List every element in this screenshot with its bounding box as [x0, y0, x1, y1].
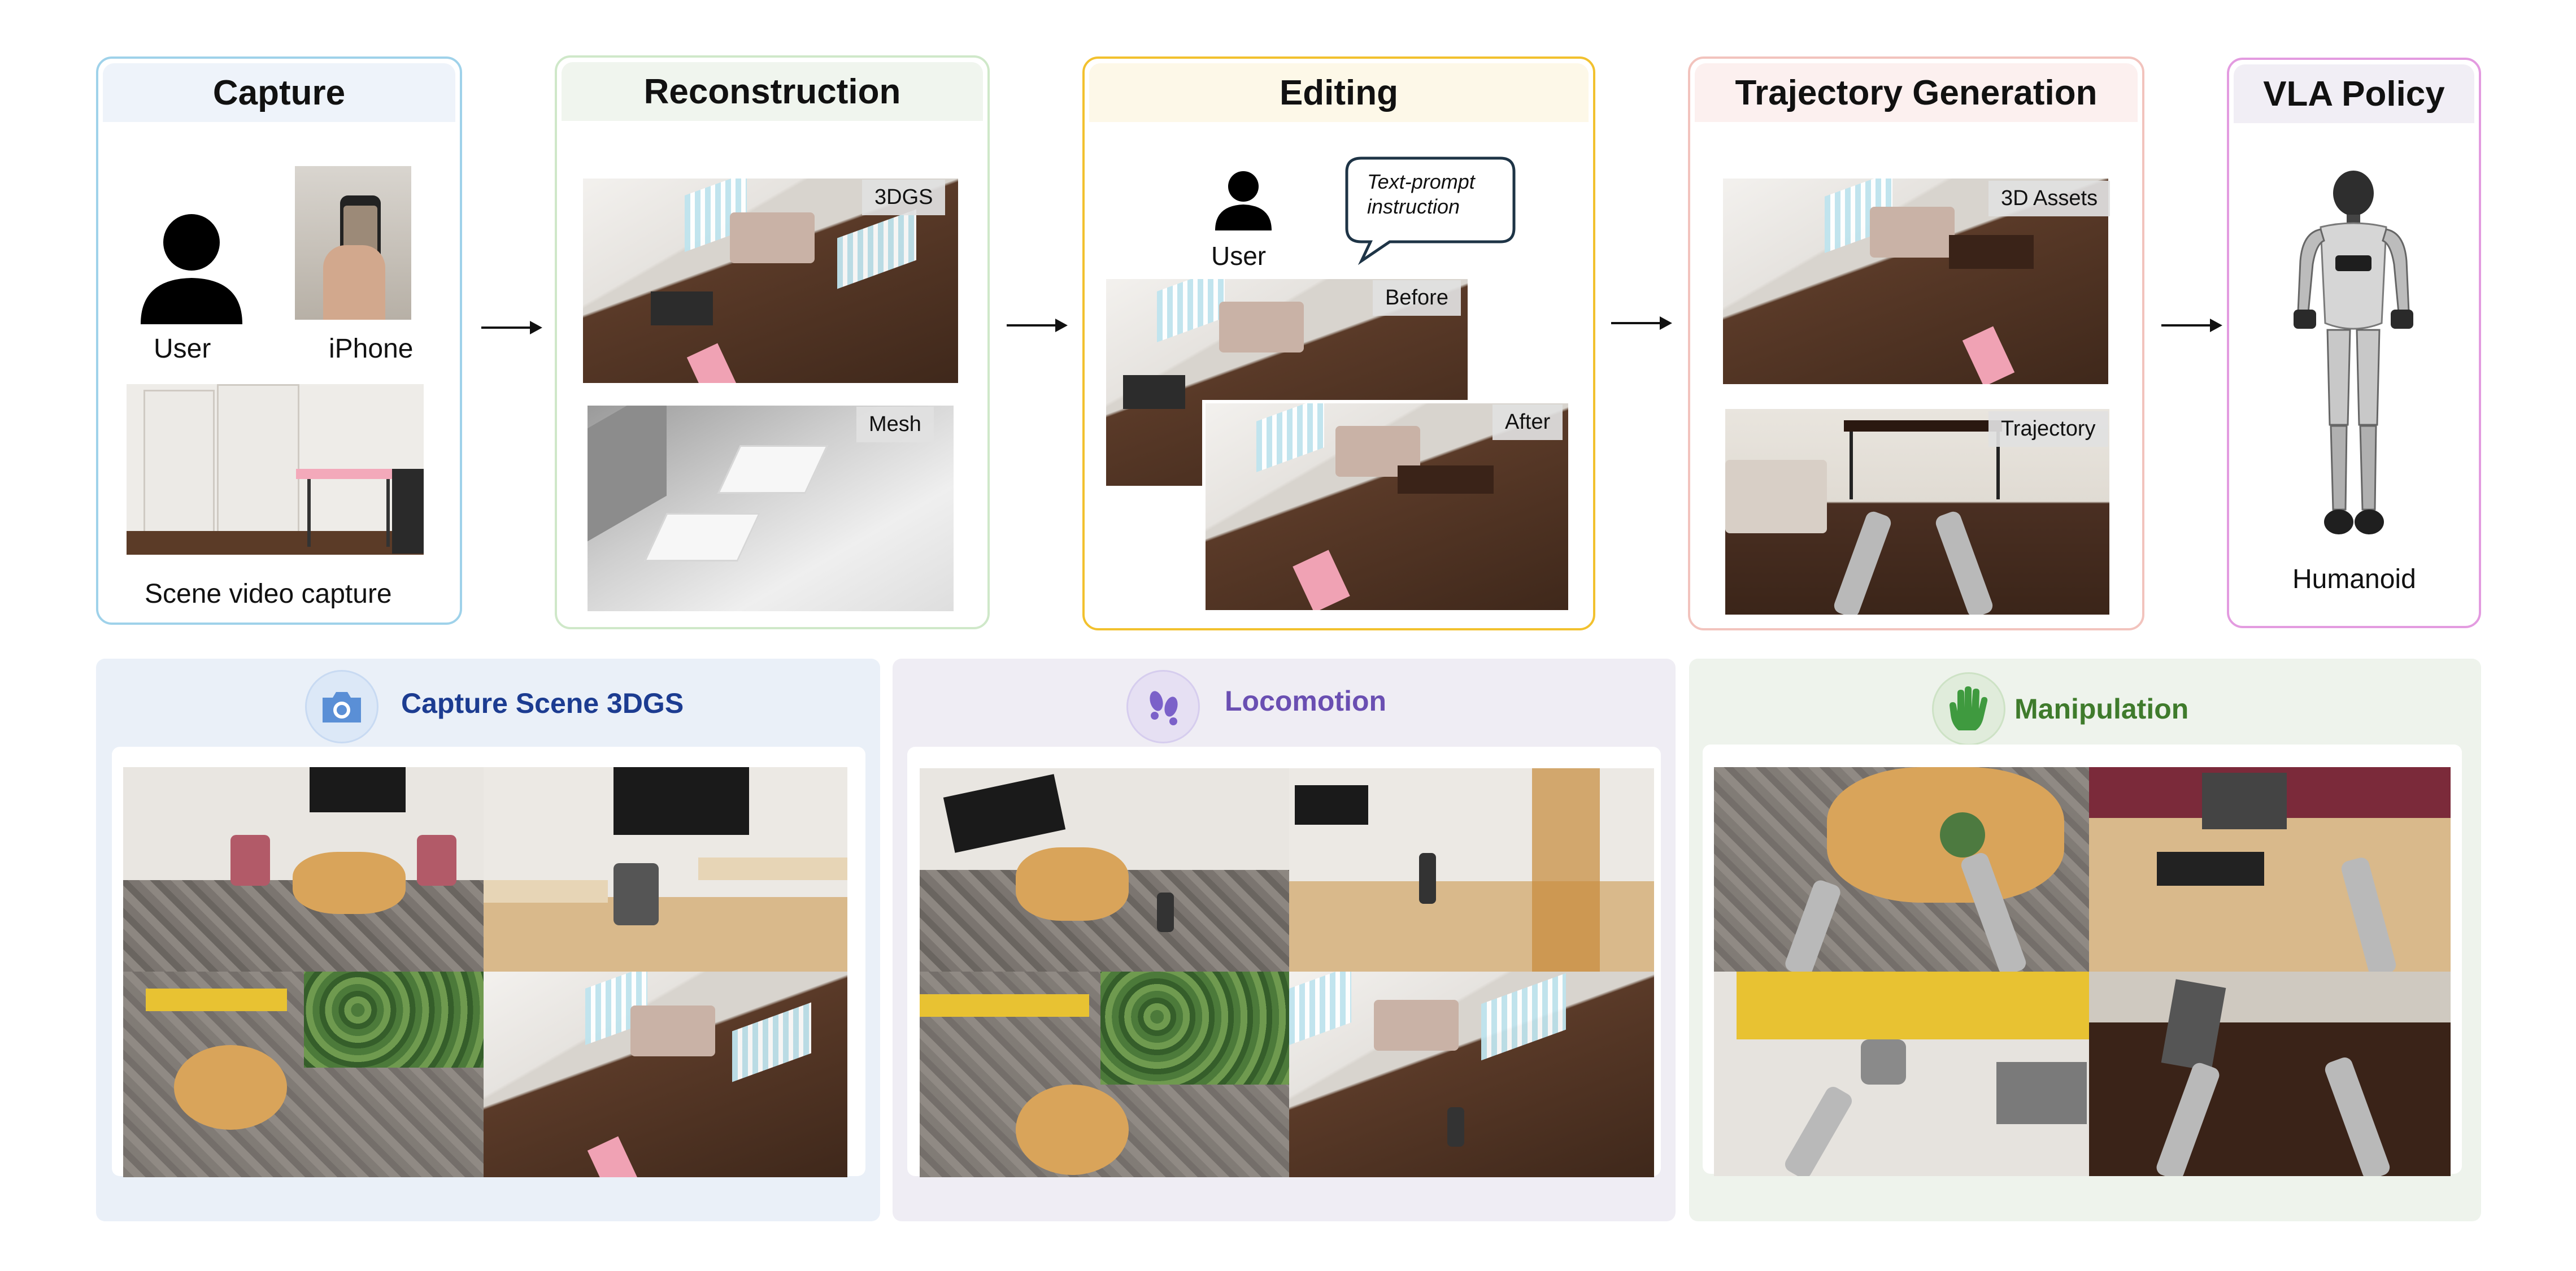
capture-scene-gallery	[112, 747, 865, 1177]
manipulation-laptop-desk	[2089, 767, 2451, 972]
tag-3d-assets: 3D Assets	[1988, 181, 2111, 216]
stage-trajectory: Trajectory Generation 3D Assets Trajecto…	[1688, 56, 2144, 630]
manipulation-plant-table	[1714, 767, 2089, 972]
capture-scene-bedroom	[484, 972, 847, 1177]
panel-locomotion: Locomotion	[893, 659, 1676, 1221]
manipulation-gallery	[1703, 745, 2462, 1176]
camera-icon	[305, 670, 378, 743]
stage-title-reconstruction: Reconstruction	[562, 62, 983, 121]
tag-after: After	[1492, 404, 1563, 440]
manipulation-mug-counter	[1714, 972, 2089, 1176]
stage-editing: Editing User Text-prompt instruction Bef…	[1082, 56, 1595, 630]
arrow-capture-to-reconstruction	[481, 321, 542, 334]
capture-iphone-label: iPhone	[329, 334, 414, 364]
user-icon	[138, 211, 245, 324]
text-prompt-bubble: Text-prompt instruction	[1344, 156, 1516, 265]
arrow-editing-to-trajectory	[1611, 316, 1672, 330]
capture-scene-lounge	[123, 972, 484, 1177]
panel-title-locomotion: Locomotion	[1225, 685, 1387, 717]
stage-capture: Capture User iPhone Scene video capture	[96, 56, 462, 625]
stage-vla: VLA Policy Humanoid	[2227, 58, 2481, 628]
hand-icon	[1932, 672, 2005, 746]
stage-reconstruction: Reconstruction 3DGS Mesh	[555, 55, 990, 629]
capture-scene-meeting-room	[123, 767, 484, 972]
scene-video-frame	[127, 384, 424, 555]
trajectory-image	[1725, 409, 2109, 615]
arrow-reconstruction-to-editing	[1007, 319, 1068, 332]
capture-scene-office	[484, 767, 847, 972]
tag-mesh: Mesh	[856, 407, 934, 442]
editing-user-label: User	[1211, 241, 1267, 271]
tag-3dgs: 3DGS	[862, 180, 946, 215]
stage-title-editing: Editing	[1089, 63, 1589, 122]
panel-title-capture-scene: Capture Scene 3DGS	[401, 687, 684, 719]
locomotion-meeting-room	[920, 768, 1289, 972]
locomotion-gallery	[907, 747, 1661, 1177]
humanoid-robot-icon	[2286, 171, 2421, 541]
locomotion-lounge	[920, 972, 1289, 1177]
tag-before: Before	[1373, 280, 1461, 316]
arrow-trajectory-to-vla	[2161, 319, 2222, 332]
panel-title-manipulation: Manipulation	[2014, 693, 2189, 725]
stage-title-vla: VLA Policy	[2234, 64, 2474, 123]
locomotion-bedroom	[1289, 972, 1654, 1177]
stage-title-capture: Capture	[103, 63, 455, 122]
footprints-icon	[1126, 670, 1200, 743]
tag-trajectory: Trajectory	[1988, 411, 2108, 447]
editing-user-icon	[1213, 169, 1273, 230]
manipulation-trash-desk	[2089, 972, 2451, 1176]
iphone-photo	[295, 166, 411, 320]
locomotion-office	[1289, 768, 1654, 972]
humanoid-label: Humanoid	[2292, 564, 2416, 594]
text-prompt-label: Text-prompt instruction	[1367, 170, 1475, 218]
capture-user-label: User	[154, 334, 211, 364]
panel-capture-scene: Capture Scene 3DGS	[96, 659, 880, 1221]
panel-manipulation: Manipulation	[1689, 659, 2481, 1221]
stage-title-trajectory: Trajectory Generation	[1695, 63, 2138, 122]
scene-video-label: Scene video capture	[145, 579, 392, 609]
